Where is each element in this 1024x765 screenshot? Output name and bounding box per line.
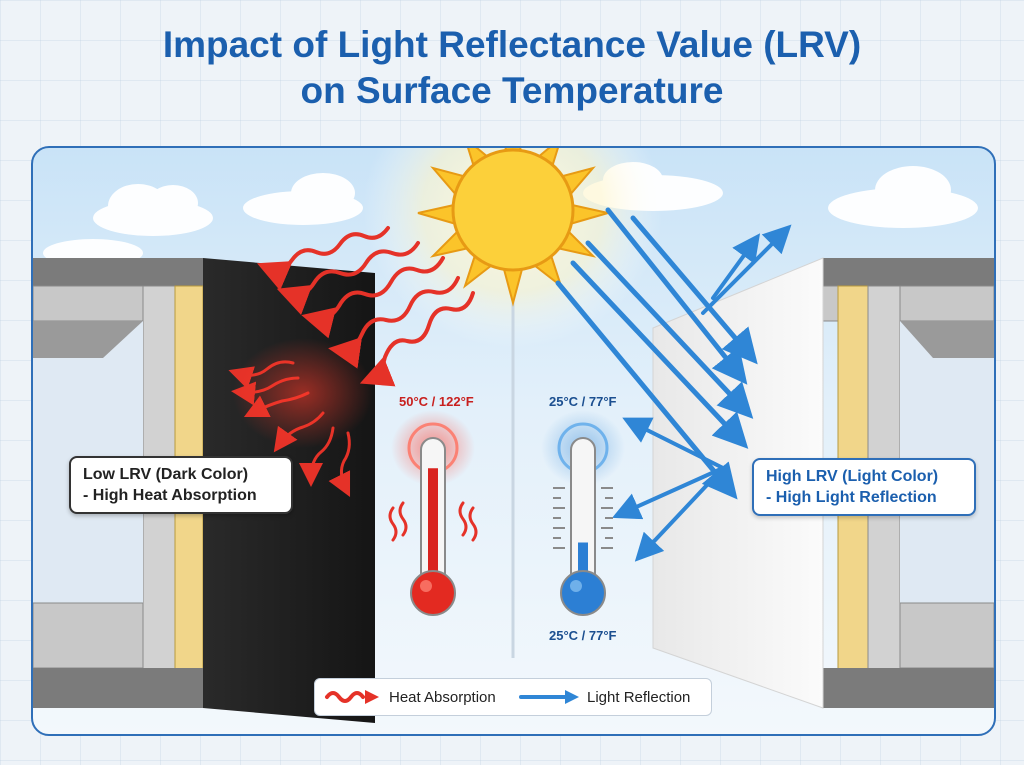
heat-absorption-label: Heat Absorption xyxy=(389,689,496,706)
diagram-panel: 50°C / 122°F 25°C / 77°F 25°C / 77°F Low… xyxy=(31,146,996,736)
thermometer-cold-icon xyxy=(541,410,625,616)
title-line-2: on Surface Temperature xyxy=(300,70,724,111)
light-reflection-legend-icon xyxy=(519,690,579,704)
high-lrv-callout: High LRV (Light Color) - High Light Refl… xyxy=(752,458,976,516)
heat-absorption-legend-icon xyxy=(325,690,379,704)
diagram-canvas xyxy=(33,148,994,723)
light-reflection-label: Light Reflection xyxy=(587,689,691,706)
cold-temperature-bottom-label: 25°C / 77°F xyxy=(549,628,617,643)
sun-icon xyxy=(417,148,609,307)
reflection-arrow-icon xyxy=(555,207,758,500)
thermometer-hot-icon xyxy=(388,410,478,616)
hot-temperature-label: 50°C / 122°F xyxy=(399,394,474,409)
cold-temperature-top-label: 25°C / 77°F xyxy=(549,394,617,409)
heat-wave-icon xyxy=(256,226,475,387)
high-lrv-callout-line-2: - High Light Reflection xyxy=(766,489,937,506)
high-lrv-callout-line-1: High LRV (Light Color) xyxy=(766,468,939,485)
low-lrv-callout-line-2: - High Heat Absorption xyxy=(83,487,257,504)
low-lrv-callout-line-1: Low LRV (Dark Color) xyxy=(83,466,249,483)
low-lrv-callout: Low LRV (Dark Color) - High Heat Absorpt… xyxy=(69,456,293,514)
page-title: Impact of Light Reflectance Value (LRV) … xyxy=(0,22,1024,114)
legend: Heat Absorption Light Reflection xyxy=(314,678,712,716)
title-line-1: Impact of Light Reflectance Value (LRV) xyxy=(162,24,862,65)
